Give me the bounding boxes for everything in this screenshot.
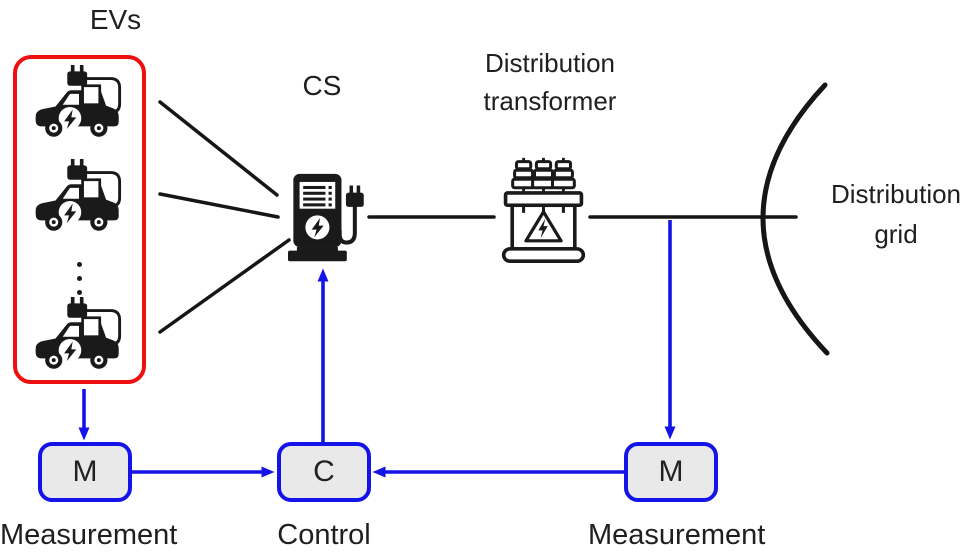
ev-group-box (13, 55, 146, 384)
distribution-grid-arc (760, 82, 830, 356)
vertical-ellipsis-icon (17, 257, 142, 299)
transformer-icon (496, 155, 591, 265)
evs-label: EVs (89, 4, 142, 35)
distribution-grid-label: Distribution grid (796, 174, 968, 254)
measurement-right-label: Measurement (588, 519, 766, 551)
control-box-letter: C (313, 455, 335, 488)
distribution-transformer-label-line1: Distribution (484, 48, 616, 78)
distribution-transformer-label-line2: transformer (483, 86, 617, 116)
distribution-transformer-label: Distribution transformer (446, 44, 654, 120)
control-label: Control (277, 519, 371, 551)
line-ev3-to-cs (158, 238, 291, 334)
ev-icon (33, 159, 125, 233)
charging-station-icon (288, 172, 370, 265)
distribution-grid-label-line1: Distribution (830, 179, 962, 209)
ev-icon (33, 65, 125, 139)
measurement-right-box-letter: M (658, 455, 684, 488)
measurement-left-box: M (38, 442, 132, 502)
cs-label: CS (302, 70, 342, 101)
measurement-right-box: M (624, 442, 718, 502)
line-ev1-to-cs (158, 100, 279, 197)
measurement-left-label: Measurement (0, 519, 178, 551)
line-ev2-to-cs (158, 192, 280, 219)
ev-icon (33, 297, 125, 371)
measurement-left-box-letter: M (72, 455, 98, 488)
distribution-grid-label-line2: grid (874, 219, 918, 249)
control-box: C (277, 442, 371, 502)
